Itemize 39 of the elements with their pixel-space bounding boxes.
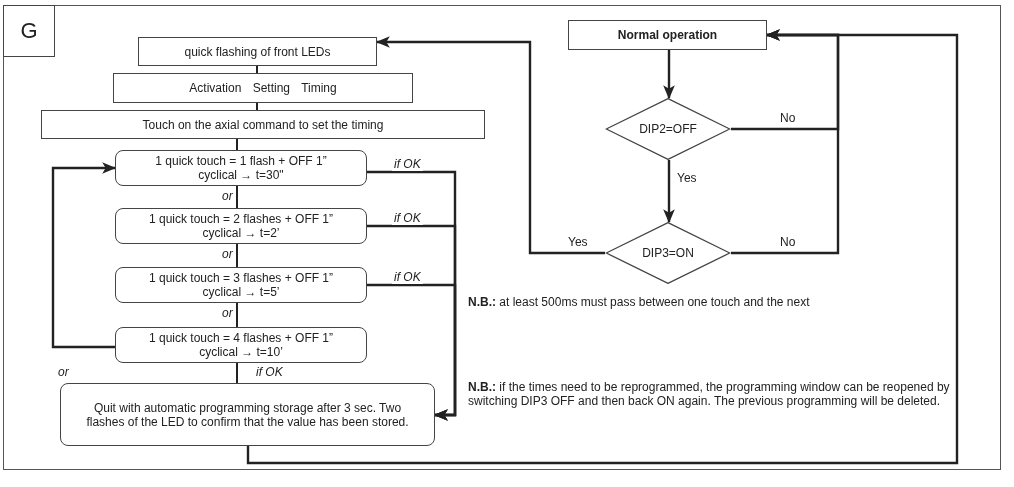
- edge-label: or: [56, 366, 71, 379]
- arrow: [367, 283, 457, 421]
- arrow: [375, 36, 605, 255]
- step-box: 1 quick touch = 1 flash + OFF 1” cyclical → t=30": [115, 150, 367, 186]
- step-box: 1 quick touch = 3 flashes + OFF 1” cyclical → t=5’: [115, 267, 367, 303]
- panel-letter-box: G: [3, 5, 55, 57]
- step-box: Quit with automatic programming storage after 3 sec. Two flashes of the LED to confirm that the value has been stored.: [60, 383, 435, 446]
- edge-label: Yes: [675, 172, 699, 185]
- edge-label: or: [220, 190, 235, 203]
- step-box: 1 quick touch = 4 flashes + OFF 1” cyclical → t=10’: [115, 327, 367, 363]
- note-text: N.B.: if the times need to be reprogrammed, the programming window can be reopened by switching DIP3 OFF and then back ON again. The previous programming will be deleted.: [468, 380, 951, 408]
- connector-line: [256, 102, 258, 111]
- edge-label: if OK: [392, 212, 423, 225]
- connector-line: [236, 138, 238, 151]
- edge-label: No: [778, 236, 798, 249]
- process-box: Activation Setting Timing: [113, 73, 413, 103]
- decision-diamond: DIP2=OFF: [605, 98, 731, 160]
- arrow: [731, 29, 840, 255]
- process-box: Normal operation: [568, 20, 767, 50]
- connector-line: [256, 65, 258, 74]
- decision-diamond: DIP3=ON: [605, 222, 731, 284]
- edge-label: No: [778, 112, 798, 125]
- connector-line: [236, 302, 238, 328]
- edge-label: if OK: [392, 158, 423, 171]
- arrow: [663, 50, 675, 100]
- edge-label: if OK: [392, 271, 423, 284]
- process-box: Touch on the axial command to set the timing: [41, 110, 485, 139]
- edge-label: or: [220, 248, 235, 261]
- arrow: [663, 160, 675, 224]
- process-box: quick flashing of front LEDs: [138, 37, 377, 66]
- arrow: [51, 162, 117, 349]
- edge-label: if OK: [254, 366, 285, 379]
- connector-line: [236, 185, 238, 209]
- connector-line: [236, 362, 238, 384]
- step-box: 1 quick touch = 2 flashes + OFF 1” cyclical → t=2’: [115, 208, 367, 244]
- connector-line: [236, 243, 238, 268]
- edge-label: or: [220, 307, 235, 320]
- note-text: N.B.: at least 500ms must pass between one touch and the next: [468, 295, 811, 309]
- edge-label: Yes: [566, 236, 590, 249]
